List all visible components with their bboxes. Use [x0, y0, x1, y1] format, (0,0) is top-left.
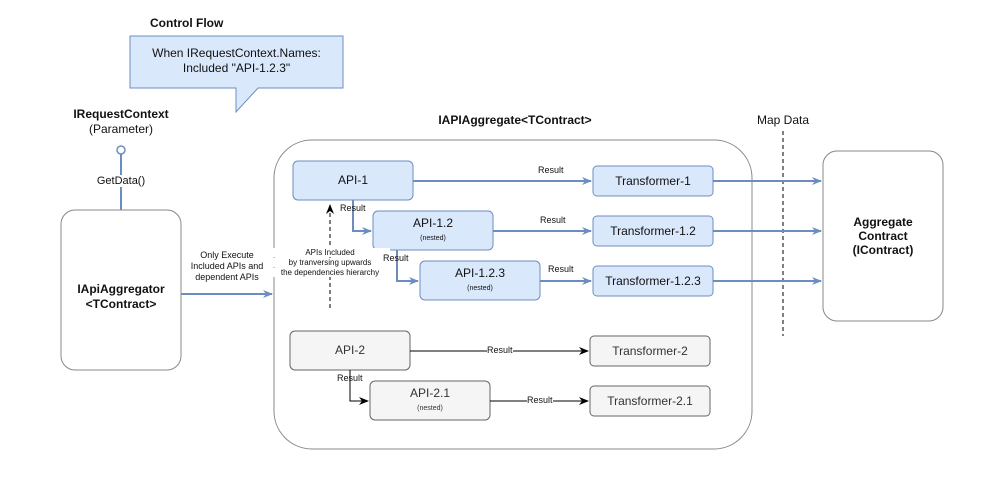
transformer-label-1: Transformer-1: [615, 174, 691, 188]
nested-result-label-1-2-3: Result: [383, 253, 409, 263]
aggregator-line-2: <TContract>: [85, 297, 157, 311]
included-note-line-3: the dependencies hierarchy: [270, 268, 390, 277]
api-label-2: API-2: [334, 343, 365, 357]
nested-arrow-1-2: [352, 200, 372, 235]
getdata-label: GetData(): [90, 175, 152, 187]
execute-note-line-2: Included APIs and: [190, 261, 264, 271]
api-sub-1-2: (nested): [420, 235, 446, 242]
transformer-label-1-2-3: Transformer-1.2.3: [605, 274, 701, 288]
contract-box[interactable]: [822, 150, 944, 322]
execute-note-line-1: Only Execute: [200, 250, 254, 260]
api-label-2-1: API-2.1: [409, 386, 451, 400]
api-sub-2-1: (nested): [417, 405, 443, 412]
transformer-label-2: Transformer-2: [612, 344, 688, 358]
contract-line-1: Aggregate: [853, 215, 913, 229]
nested-arrow-2-1: [349, 370, 369, 405]
result-label-1-2: Result: [540, 215, 566, 225]
api-sub-1-2-3: (nested): [467, 285, 493, 292]
api-label-1-2-3: API-1.2.3: [454, 266, 506, 280]
result-label-2-1: Result: [527, 395, 553, 405]
execute-note-line-3: dependent APIs: [195, 272, 259, 282]
aggregate-container-title: IAPIAggregate<TContract>: [438, 113, 592, 127]
contract-line-3: (IContract): [852, 243, 914, 257]
result-label-1: Result: [538, 165, 564, 175]
request-context-subtitle: (Parameter): [88, 122, 153, 136]
callout-bubble: [129, 35, 344, 114]
transformer-label-1-2: Transformer-1.2: [610, 224, 696, 238]
api-label-1: API-1: [337, 173, 368, 187]
callout-title: Control Flow: [150, 16, 224, 30]
context-port: [116, 145, 126, 155]
api-label-1-2: API-1.2: [412, 216, 454, 230]
transformer-label-2-1: Transformer-2.1: [607, 394, 693, 408]
included-note-line-1: APIs Included: [270, 248, 390, 257]
request-context-title: IRequestContext: [73, 107, 169, 121]
transformer-box-2[interactable]: [589, 335, 711, 367]
result-label-2: Result: [487, 345, 513, 355]
transformer-box-2-1[interactable]: [589, 385, 711, 417]
aggregator-box[interactable]: [60, 209, 182, 371]
callout-line-1: When IRequestContext.Names:: [152, 46, 321, 60]
nested-result-label-1-2: Result: [340, 203, 366, 213]
result-label-1-2-3: Result: [548, 264, 574, 274]
aggregator-line-1: IApiAggregator: [77, 282, 165, 296]
map-data-label: Map Data: [756, 113, 810, 127]
included-note-line-2: by tranversing upwards: [270, 258, 390, 267]
nested-result-label-2-1: Result: [337, 373, 363, 383]
contract-line-2: Contract: [858, 229, 908, 243]
callout-line-2: Included "API-1.2.3": [182, 61, 291, 75]
nested-arrow-1-2-3: [396, 250, 419, 285]
